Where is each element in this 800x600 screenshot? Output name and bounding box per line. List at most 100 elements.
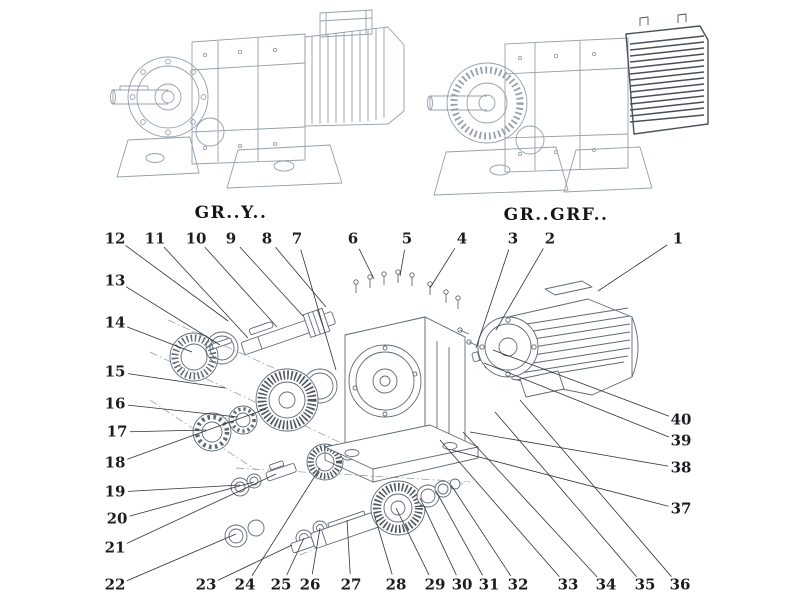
callout-number-33: 33 [557, 575, 579, 594]
callout-number-3: 3 [507, 229, 519, 248]
leader-line-32 [450, 484, 512, 577]
machine-gr-y-drawing [110, 9, 405, 189]
leader-line-21 [126, 473, 277, 544]
leader-line-38 [469, 431, 669, 467]
leader-line-27 [346, 519, 351, 575]
leader-line-12 [125, 245, 229, 322]
callout-number-22: 22 [104, 575, 126, 594]
callout-number-10: 10 [185, 229, 207, 248]
callout-number-37: 37 [670, 499, 692, 518]
front-flange [127, 56, 209, 138]
exploded-view-drawing [149, 269, 639, 556]
leader-line-20 [129, 481, 255, 517]
leader-line-39 [483, 362, 670, 438]
callout-number-9: 9 [225, 229, 237, 248]
motor-assembly [471, 280, 639, 398]
leader-line-7 [300, 249, 337, 371]
leader-line-36 [519, 399, 672, 577]
leader-line-24 [251, 467, 321, 576]
variant-label-gr-grf: GR..GRF.. [503, 205, 609, 225]
mounting-foot [563, 146, 653, 193]
leader-line-34 [462, 431, 598, 578]
callout-number-27: 27 [340, 575, 362, 594]
large-gear-part [255, 368, 338, 432]
callout-number-5: 5 [401, 229, 413, 248]
callout-number-36: 36 [669, 575, 691, 594]
callout-number-20: 20 [106, 509, 128, 528]
leader-line-33 [439, 439, 560, 578]
fin-cover-block [625, 25, 709, 135]
gear-housing-exploded [324, 316, 479, 483]
leader-line-15 [127, 373, 226, 389]
callout-number-21: 21 [104, 538, 126, 557]
callout-number-4: 4 [456, 229, 468, 248]
leader-line-25 [286, 537, 305, 576]
callout-number-7: 7 [291, 229, 303, 248]
leader-line-16 [127, 404, 239, 418]
leader-line-14 [127, 326, 193, 353]
leader-line-17 [129, 429, 207, 433]
leader-line-13 [125, 286, 221, 346]
leader-line-5 [399, 249, 405, 277]
callout-number-28: 28 [385, 575, 407, 594]
leader-line-40 [492, 349, 669, 417]
callout-number-30: 30 [451, 575, 473, 594]
leader-line-4 [429, 247, 456, 289]
callout-number-14: 14 [104, 313, 126, 332]
callout-number-8: 8 [261, 229, 273, 248]
leader-line-6 [358, 248, 375, 280]
motor-flange [477, 316, 539, 378]
callout-number-31: 31 [478, 575, 500, 594]
callout-number-23: 23 [195, 575, 217, 594]
callout-number-12: 12 [104, 229, 126, 248]
callout-number-32: 32 [507, 575, 529, 594]
callout-number-16: 16 [104, 394, 126, 413]
leader-line-19 [127, 484, 241, 492]
leader-line-8 [275, 247, 327, 308]
callout-number-11: 11 [144, 229, 166, 248]
terminal-box [544, 280, 593, 296]
callout-number-13: 13 [104, 271, 126, 290]
callout-number-2: 2 [544, 229, 556, 248]
bearing-ring-parts [169, 331, 239, 382]
leader-line-37 [451, 449, 669, 507]
leader-line-18 [127, 408, 267, 460]
callout-number-24: 24 [234, 575, 256, 594]
front-flange [446, 62, 528, 144]
leader-line-31 [435, 490, 483, 576]
callout-number-15: 15 [104, 362, 126, 381]
leader-line-22 [126, 533, 237, 582]
leader-line-30 [419, 497, 457, 576]
callout-number-1: 1 [672, 229, 684, 248]
callout-number-18: 18 [104, 453, 126, 472]
output-shaft [112, 89, 168, 105]
callout-number-40: 40 [670, 410, 692, 429]
leader-line-10 [204, 246, 278, 328]
machine-gr-grf-drawing [427, 13, 709, 196]
leader-line-35 [494, 411, 637, 577]
input-shaft-parts [211, 307, 336, 355]
mounting-foot [226, 144, 343, 189]
output-shaft-parts [290, 478, 461, 554]
callout-number-6: 6 [347, 229, 359, 248]
leader-line-23 [217, 544, 293, 581]
callout-number-25: 25 [270, 575, 292, 594]
leader-lines [125, 244, 672, 582]
gear-housing-outline [504, 37, 629, 173]
leader-line-29 [395, 507, 430, 576]
terminal-box [319, 9, 373, 38]
callout-number-17: 17 [106, 422, 128, 441]
bearing-parts [192, 405, 258, 452]
callout-number-38: 38 [670, 458, 692, 477]
callout-number-19: 19 [104, 482, 126, 501]
leader-line-28 [373, 513, 393, 575]
variant-label-gr-y: GR..Y.. [194, 203, 268, 223]
callout-number-26: 26 [299, 575, 321, 594]
callout-number-29: 29 [424, 575, 446, 594]
mounting-foot [116, 136, 200, 178]
leader-line-2 [495, 248, 544, 331]
output-shaft [429, 95, 487, 111]
leader-line-11 [163, 246, 249, 339]
